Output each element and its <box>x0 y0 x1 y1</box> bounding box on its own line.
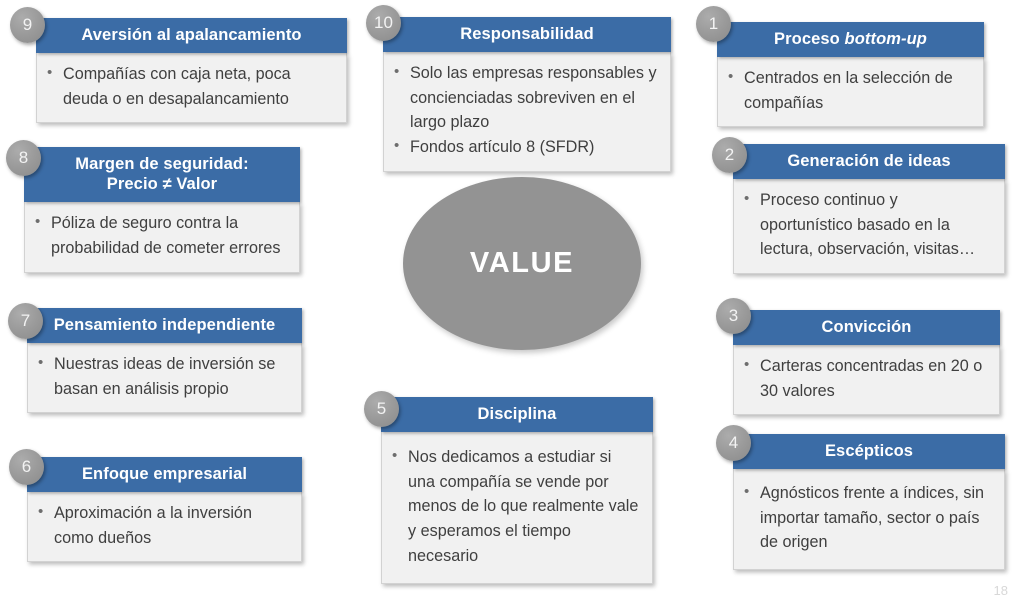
badge-6[interactable]: 6 <box>9 449 44 485</box>
card-6-title: Enfoque empresarial <box>81 465 248 483</box>
card-9-header: Aversión al apalancamiento <box>36 18 347 54</box>
badge-2-label: 2 <box>724 145 735 164</box>
card-1-bullet-1-text: Centrados en la selección de compañías <box>744 69 953 112</box>
card-5-bullet-1: • Nos dedicamos a estudiar si una compañ… <box>392 445 640 568</box>
card-4-bullet-1: • Agnósticos frente a índices, sin impor… <box>744 481 992 555</box>
badge-7-label: 7 <box>20 311 31 330</box>
card-2-header: Generación de ideas <box>733 144 1005 180</box>
card-8-body: • Póliza de seguro contra la probabilida… <box>24 202 300 273</box>
card-8-title-line2: Precio ≠ Valor <box>106 175 218 194</box>
card-2[interactable]: Generación de ideas • Proceso continuo y… <box>733 144 1005 274</box>
badge-4[interactable]: 4 <box>716 425 751 461</box>
bullet-icon: • <box>728 68 734 86</box>
badge-9[interactable]: 9 <box>10 7 45 43</box>
bullet-icon: • <box>744 483 750 501</box>
badge-6-label: 6 <box>21 457 32 476</box>
card-8-title-line1: Margen de seguridad: <box>75 155 249 173</box>
badge-5-label: 5 <box>376 399 387 418</box>
card-7-bullet-1-text: Nuestras ideas de inversión se basan en … <box>54 355 276 398</box>
badge-3-label: 3 <box>728 306 739 325</box>
card-6-bullet-1-text: Aproximación a la inversión como dueños <box>54 504 252 547</box>
card-4-header: Escépticos <box>733 434 1005 470</box>
card-1-title-prefix: Proceso <box>774 30 845 48</box>
card-9-title: Aversión al apalancamiento <box>81 26 302 44</box>
card-8-header: Margen de seguridad: Precio ≠ Valor <box>24 147 300 203</box>
card-10-bullet-1-text: Solo las empresas responsables y concien… <box>410 64 657 132</box>
card-3[interactable]: Convicción • Carteras concentradas en 20… <box>733 310 1000 416</box>
bullet-icon: • <box>392 447 398 465</box>
bullet-icon: • <box>394 137 400 154</box>
card-5[interactable]: Disciplina • Nos dedicamos a estudiar si… <box>381 397 653 585</box>
card-6-header: Enfoque empresarial <box>27 457 302 493</box>
badge-4-label: 4 <box>728 433 739 452</box>
bullet-icon: • <box>47 64 53 82</box>
card-1-bullet-1: • Centrados en la selección de compañías <box>728 66 971 115</box>
card-4-bullet-1-text: Agnósticos frente a índices, sin importa… <box>760 484 985 552</box>
card-10-header: Responsabilidad <box>383 17 671 53</box>
card-1-body: • Centrados en la selección de compañías <box>717 57 984 128</box>
card-3-bullet-1: • Carteras concentradas en 20 o 30 valor… <box>744 354 987 403</box>
card-1[interactable]: Proceso bottom-up • Centrados en la sele… <box>717 22 984 128</box>
bullet-icon: • <box>35 213 41 231</box>
badge-10[interactable]: 10 <box>366 5 401 41</box>
card-5-body: • Nos dedicamos a estudiar si una compañ… <box>381 432 653 585</box>
badge-8[interactable]: 8 <box>6 140 41 176</box>
card-4-title: Escépticos <box>824 442 914 460</box>
badge-3[interactable]: 3 <box>716 298 751 334</box>
center-oval: VALUE <box>403 177 641 350</box>
card-7-title: Pensamiento independiente <box>53 316 276 334</box>
bullet-icon: • <box>38 354 44 372</box>
badge-1-label: 1 <box>708 14 719 33</box>
card-7-bullet-1: • Nuestras ideas de inversión se basan e… <box>38 352 289 401</box>
card-10-bullet-1: • Solo las empresas responsables y conci… <box>394 61 658 135</box>
center-oval-label: VALUE <box>469 247 575 279</box>
card-2-body: • Proceso continuo y oportunístico basad… <box>733 179 1005 274</box>
badge-2[interactable]: 2 <box>712 137 747 173</box>
card-9-body: • Compañías con caja neta, poca deuda o … <box>36 53 347 124</box>
badge-9-label: 9 <box>22 15 33 34</box>
card-7[interactable]: Pensamiento independiente • Nuestras ide… <box>27 308 302 414</box>
card-3-body: • Carteras concentradas en 20 o 30 valor… <box>733 345 1000 416</box>
card-6-body: • Aproximación a la inversión como dueño… <box>27 492 302 563</box>
badge-5[interactable]: 5 <box>364 391 399 427</box>
card-1-title-italic: bottom-up <box>844 30 927 48</box>
bullet-icon: • <box>744 190 750 208</box>
card-2-bullet-1: • Proceso continuo y oportunístico basad… <box>744 188 992 262</box>
card-7-header: Pensamiento independiente <box>27 308 302 344</box>
card-4-body: • Agnósticos frente a índices, sin impor… <box>733 469 1005 570</box>
page-number: 18 <box>993 583 1008 598</box>
card-10-body: • Solo las empresas responsables y conci… <box>383 52 671 172</box>
card-1-header: Proceso bottom-up <box>717 22 984 58</box>
card-4[interactable]: Escépticos • Agnósticos frente a índices… <box>733 434 1005 570</box>
card-9-bullet-1: • Compañías con caja neta, poca deuda o … <box>47 62 334 111</box>
card-10-bullet-2-text: Fondos artículo 8 (SFDR) <box>410 138 595 156</box>
badge-10-label: 10 <box>374 13 393 32</box>
card-8[interactable]: Margen de seguridad: Precio ≠ Valor • Pó… <box>24 147 300 273</box>
card-9[interactable]: Aversión al apalancamiento • Compañías c… <box>36 18 347 124</box>
card-5-bullet-1-text: Nos dedicamos a estudiar si una compañía… <box>408 448 639 565</box>
card-5-title: Disciplina <box>477 405 557 423</box>
card-10[interactable]: Responsabilidad • Solo las empresas resp… <box>383 17 671 172</box>
badge-7[interactable]: 7 <box>8 303 43 339</box>
badge-8-label: 8 <box>18 148 29 167</box>
bullet-icon: • <box>394 63 400 81</box>
card-8-bullet-1-text: Póliza de seguro contra la probabilidad … <box>51 214 281 257</box>
badge-1[interactable]: 1 <box>696 6 731 42</box>
card-3-header: Convicción <box>733 310 1000 346</box>
card-3-bullet-1-text: Carteras concentradas en 20 o 30 valores <box>760 357 983 400</box>
bullet-icon: • <box>38 503 44 521</box>
card-2-title: Generación de ideas <box>787 152 951 170</box>
card-10-bullet-2: • Fondos artículo 8 (SFDR) <box>394 135 658 160</box>
card-6[interactable]: Enfoque empresarial • Aproximación a la … <box>27 457 302 563</box>
card-7-body: • Nuestras ideas de inversión se basan e… <box>27 343 302 414</box>
card-5-header: Disciplina <box>381 397 653 433</box>
card-6-bullet-1: • Aproximación a la inversión como dueño… <box>38 501 289 550</box>
card-9-bullet-1-text: Compañías con caja neta, poca deuda o en… <box>63 65 291 108</box>
card-2-bullet-1-text: Proceso continuo y oportunístico basado … <box>760 191 976 259</box>
card-3-title: Convicción <box>821 318 912 336</box>
card-8-bullet-1: • Póliza de seguro contra la probabilida… <box>35 211 287 260</box>
bullet-icon: • <box>744 356 750 374</box>
card-10-title: Responsabilidad <box>460 25 594 43</box>
